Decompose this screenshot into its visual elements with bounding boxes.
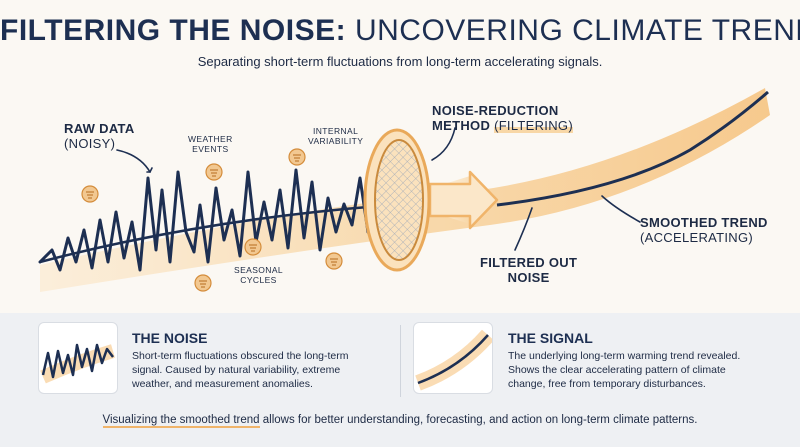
raw-data-sub: (NOISY) <box>64 135 116 151</box>
method-prefix: METHOD <box>432 117 491 133</box>
seasonal-cycles-label: SEASONAL CYCLES <box>234 265 284 286</box>
footer-note: Visualizing the smoothed trend allows fo… <box>0 414 800 428</box>
underlying-trend-line <box>39 204 381 264</box>
raw-data-title: RAW DATA <box>64 121 135 136</box>
signal-card-body: The underlying long-term warming trend r… <box>508 349 740 391</box>
panel-divider <box>400 325 401 397</box>
page-subtitle: Separating short-term fluctuations from … <box>197 54 603 69</box>
raw-data-line <box>38 168 426 272</box>
noise-thumbnail <box>38 322 118 394</box>
internal-variability-line2: VARIABILITY <box>308 135 364 146</box>
seasonal-cycles-line2: CYCLES <box>240 274 277 285</box>
trend-glow-band <box>40 88 770 292</box>
noise-filter-diagram <box>38 88 770 292</box>
filter-method-label: NOISE-REDUCTION METHOD (FILTERING) <box>432 103 573 134</box>
signal-card-title: THE SIGNAL <box>508 330 593 346</box>
filtered-out-label: FILTERED OUT NOISE <box>480 255 578 286</box>
internal-variability-line1: INTERNAL <box>313 126 359 136</box>
weather-events-line1: WEATHER <box>188 134 233 144</box>
signal-body-line2: Shows the clear accelerating pattern of … <box>508 364 726 376</box>
filtered-out-line2: NOISE <box>507 269 550 285</box>
weather-icon <box>81 148 343 292</box>
noise-body-line3: weather, and measurement anomalies. <box>132 378 313 390</box>
signal-body-line3: change, free from temporary disturbances… <box>508 378 706 390</box>
smoothed-trend-line <box>496 90 769 207</box>
seasonal-cycles-line1: SEASONAL <box>234 265 284 275</box>
method-highlight: (FILTERING) <box>494 117 573 133</box>
filter-icon <box>363 128 431 272</box>
signal-body-line1: The underlying long-term warming trend r… <box>508 350 741 362</box>
noise-body-line1: Short-term fluctuations obscured the lon… <box>132 350 349 362</box>
raw-data-label: RAW DATA (NOISY) <box>64 121 135 152</box>
internal-variability-label: INTERNAL VARIABILITY <box>308 126 364 147</box>
noise-card-title: THE NOISE <box>132 330 208 346</box>
method-title: NOISE-REDUCTION <box>432 103 559 118</box>
smoothed-trend-label: SMOOTHED TREND (ACCELERATING) <box>640 215 768 246</box>
page-title: FILTERING THE NOISE: UNCOVERING CLIMATE … <box>0 14 800 48</box>
weather-events-line2: EVENTS <box>192 143 229 154</box>
smoothed-sub: (ACCELERATING) <box>640 229 754 245</box>
signal-thumbnail <box>413 322 493 394</box>
noise-body-line2: signal. Caused by natural variability, e… <box>132 364 341 376</box>
smoothed-title: SMOOTHED TREND <box>640 215 768 230</box>
title-light: UNCOVERING CLIMATE TRENDS <box>354 14 800 47</box>
filtered-out-line1: FILTERED OUT <box>480 255 578 270</box>
arrow-icon <box>428 170 499 230</box>
footer-rest: allows for better understanding, forecas… <box>259 414 698 426</box>
noise-card-body: Short-term fluctuations obscured the lon… <box>132 349 349 391</box>
title-bold: FILTERING THE NOISE: <box>0 14 347 47</box>
footer-underlined: Visualizing the smoothed trend <box>102 414 260 428</box>
weather-events-label: WEATHER EVENTS <box>188 134 233 155</box>
